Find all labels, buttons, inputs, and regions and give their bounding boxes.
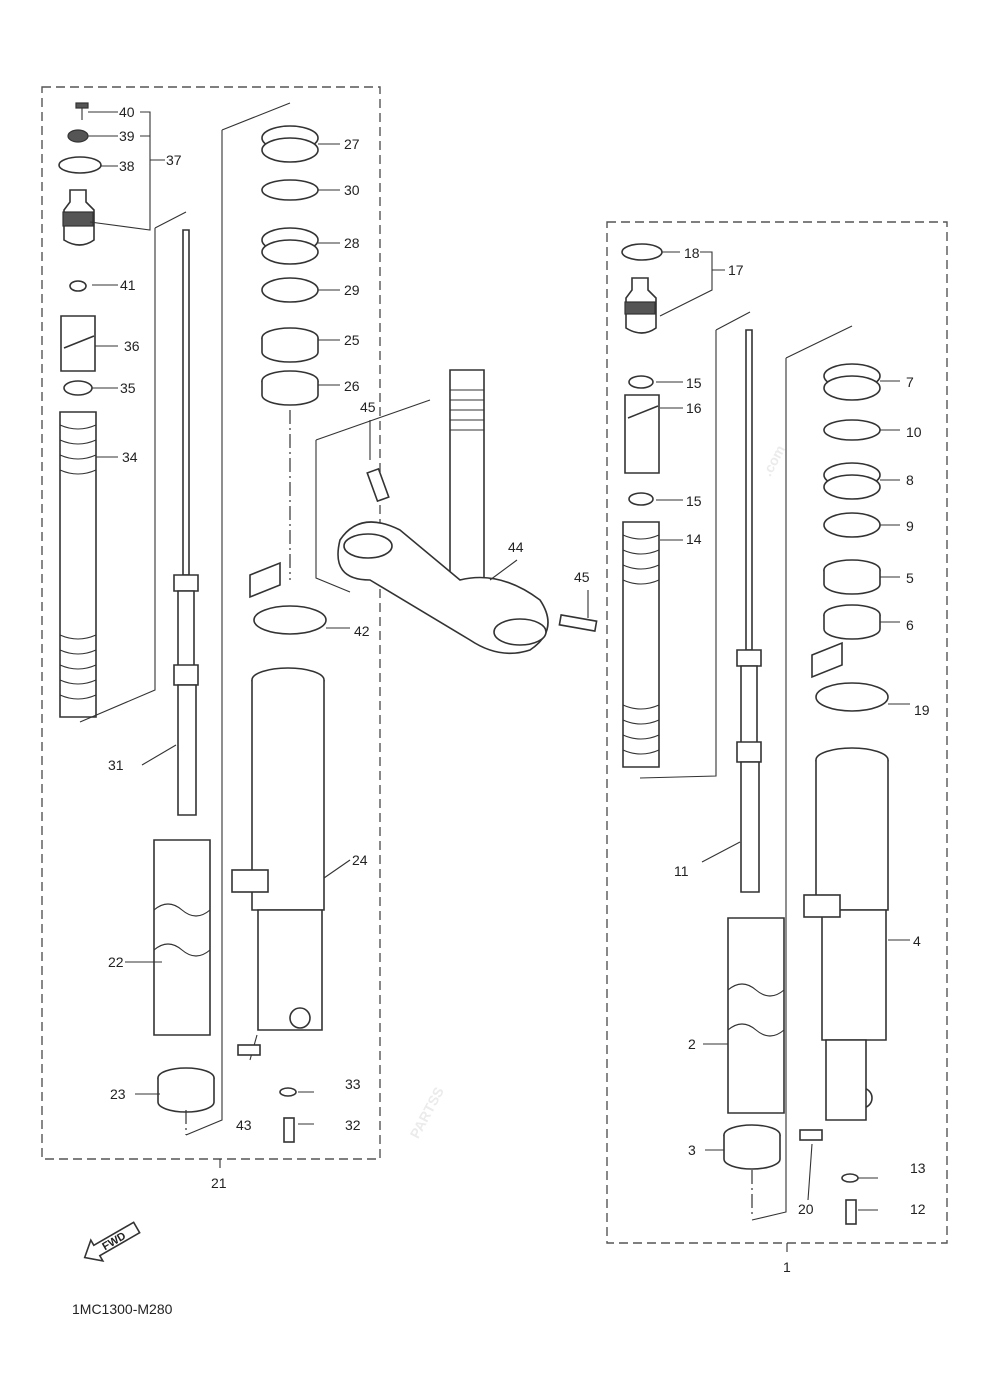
part-label-20: 20 <box>798 1201 814 1217</box>
part-label-4: 4 <box>913 933 921 949</box>
sleeve-left <box>125 839 215 1135</box>
forward-arrow: FWD <box>83 1221 141 1262</box>
part-label-40: 40 <box>119 104 135 120</box>
part-label-26: 26 <box>344 378 360 394</box>
part-label-35: 35 <box>120 380 136 396</box>
part-label-5: 5 <box>906 570 914 586</box>
part-label-7: 7 <box>906 374 914 390</box>
damper-rod-left <box>141 229 199 816</box>
fwd-label: FWD <box>100 1230 128 1253</box>
part-labels: 40 39 38 37 41 36 35 34 31 22 23 43 33 3… <box>108 104 930 1217</box>
cap-bolt-group-left <box>58 102 102 718</box>
watermark-brand: PARTSS <box>407 1084 447 1141</box>
under-bracket <box>315 369 598 655</box>
right-assembly-box <box>606 221 948 1244</box>
part-label-17: 17 <box>728 262 744 278</box>
part-label-2: 2 <box>688 1036 696 1052</box>
part-label-13: 13 <box>910 1160 926 1176</box>
part-label-33: 33 <box>345 1076 361 1092</box>
part-label-22: 22 <box>108 954 124 970</box>
part-label-18: 18 <box>684 245 700 261</box>
seals-right <box>751 325 910 1221</box>
sleeve-right <box>703 917 785 1215</box>
part-label-1: 1 <box>783 1259 791 1275</box>
part-label-27: 27 <box>344 136 360 152</box>
part-label-3: 3 <box>688 1142 696 1158</box>
part-label-14: 14 <box>686 531 702 547</box>
part-label-28: 28 <box>344 235 360 251</box>
part-label-34: 34 <box>122 449 138 465</box>
part-label-37: 37 <box>166 152 182 168</box>
part-label-6: 6 <box>906 617 914 633</box>
part-label-25: 25 <box>344 332 360 348</box>
part-label-41: 41 <box>120 277 136 293</box>
damper-rod-right <box>639 311 762 893</box>
outer-tube-right <box>799 747 910 1225</box>
part-label-32: 32 <box>345 1117 361 1133</box>
part-label-16: 16 <box>686 400 702 416</box>
drawing-code: 1MC1300-M280 <box>72 1301 173 1317</box>
part-label-36: 36 <box>124 338 140 354</box>
part-label-42: 42 <box>354 623 370 639</box>
cap-bolt-group-right <box>621 243 663 768</box>
part-label-21: 21 <box>211 1175 227 1191</box>
part-label-11: 11 <box>674 863 689 879</box>
part-label-38: 38 <box>119 158 135 174</box>
part-label-15a: 15 <box>686 375 702 391</box>
outer-tube-left <box>231 667 351 1143</box>
part-label-39: 39 <box>119 128 135 144</box>
part-label-15b: 15 <box>686 493 702 509</box>
part-label-45a: 45 <box>360 399 376 415</box>
part-label-43: 43 <box>236 1117 252 1133</box>
part-label-44: 44 <box>508 539 524 555</box>
part-label-31: 31 <box>108 757 124 773</box>
part-label-8: 8 <box>906 472 914 488</box>
part-label-30: 30 <box>344 182 360 198</box>
seals-left <box>185 102 350 1136</box>
part-label-19: 19 <box>914 702 930 718</box>
watermark-suffix: .com <box>759 442 788 478</box>
part-label-29: 29 <box>344 282 360 298</box>
part-label-9: 9 <box>906 518 914 534</box>
part-label-45b: 45 <box>574 569 590 585</box>
part-label-10: 10 <box>906 424 922 440</box>
part-label-24: 24 <box>352 852 368 868</box>
part-label-23: 23 <box>110 1086 126 1102</box>
left-assembly-box <box>41 86 381 1160</box>
part-label-12: 12 <box>910 1201 926 1217</box>
